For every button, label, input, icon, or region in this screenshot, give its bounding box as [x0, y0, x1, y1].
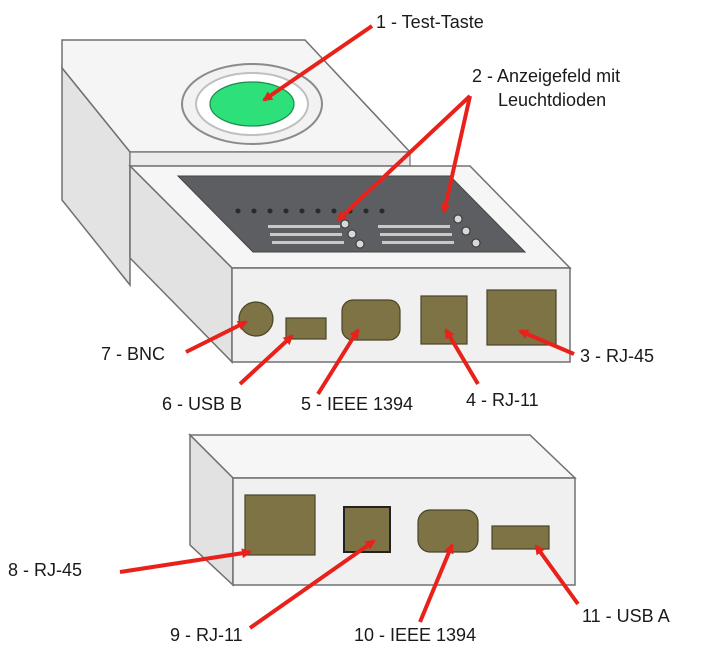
- arrow-1: [262, 24, 374, 102]
- label-rj45-remote: 8 - RJ-45: [8, 560, 82, 580]
- port-usb-b: [285, 317, 327, 340]
- label-display-line2: Leuchtdioden: [498, 90, 606, 110]
- callout-arrows: [119, 24, 580, 630]
- label-usb-a: 11 - USB A: [582, 606, 670, 626]
- arrow-11: [534, 544, 580, 606]
- main-device: [61, 39, 572, 364]
- label-ieee1394-remote: 10 - IEEE 1394: [354, 625, 476, 645]
- arrow-4: [444, 328, 480, 386]
- port-rj45-remote: [244, 494, 316, 556]
- arrow-2b: [440, 95, 472, 214]
- arrow-3: [518, 329, 575, 356]
- arrow-2a: [336, 94, 472, 222]
- arrow-8: [119, 548, 252, 574]
- port-usb-a: [491, 525, 550, 550]
- remote-unit: [188, 433, 577, 587]
- label-test-button: 1 - Test-Taste: [376, 12, 484, 32]
- label-rj11-main: 4 - RJ-11: [466, 390, 539, 410]
- arrow-10: [418, 543, 454, 623]
- arrow-9: [248, 539, 376, 630]
- remote-top: [188, 434, 577, 479]
- device-rear-side: [61, 65, 131, 288]
- arrow-6: [238, 334, 294, 386]
- device-step-face: [129, 151, 411, 167]
- label-display-line1: 2 - Anzeigefeld mit: [472, 66, 620, 86]
- port-bnc: [238, 301, 274, 337]
- label-rj11-remote: 9 - RJ-11: [170, 625, 243, 645]
- port-rj45-main: [486, 289, 557, 346]
- label-ieee1394-main: 5 - IEEE 1394: [301, 394, 413, 414]
- arrow-5: [316, 328, 360, 396]
- status-leds: [340, 214, 481, 249]
- label-rj45-main: 3 - RJ-45: [580, 346, 654, 366]
- port-rj11-main: [420, 295, 468, 345]
- label-bnc: 7 - BNC: [101, 344, 165, 364]
- port-ieee1394-main: [341, 299, 401, 341]
- display-label-bars: [268, 225, 454, 244]
- arrow-7: [185, 320, 248, 354]
- port-ieee1394-remote: [417, 509, 479, 553]
- label-usb-b: 6 - USB B: [162, 394, 242, 414]
- callout-labels: 1 - Test-Taste 2 - Anzeigefeld mit Leuch…: [8, 12, 670, 645]
